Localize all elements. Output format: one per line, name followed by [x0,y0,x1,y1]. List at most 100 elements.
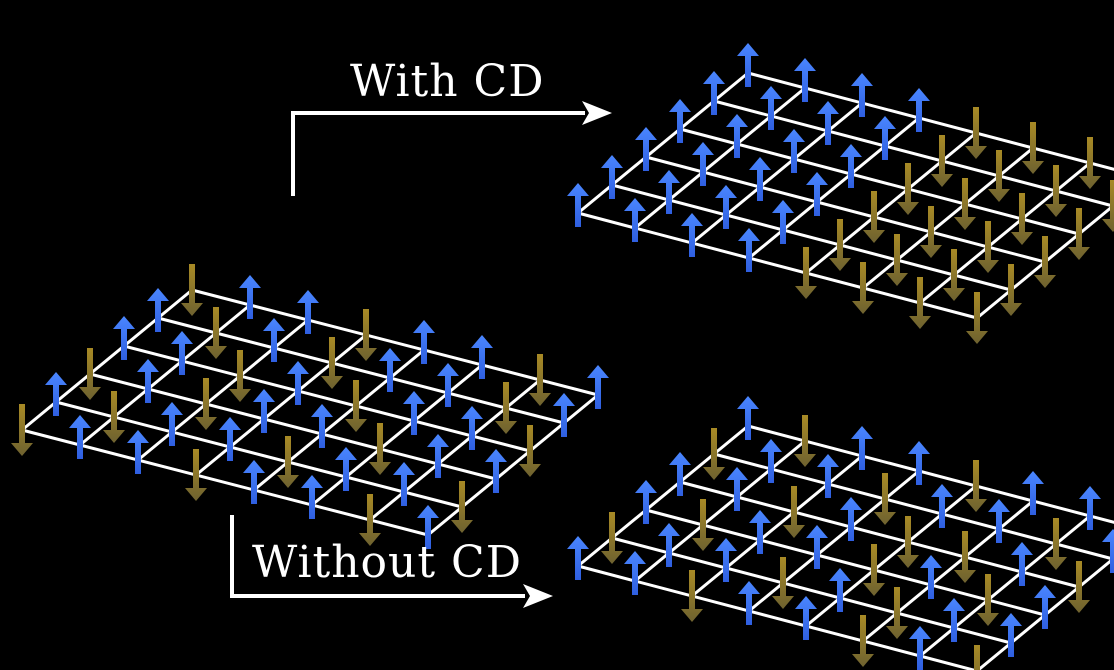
spin-down-arrow [886,234,908,286]
spin-up-arrow [624,198,646,242]
grid-line [253,348,425,492]
spin-up-arrow [239,275,261,319]
spin-up-arrow [692,142,714,186]
spin-down-arrow [954,531,976,583]
spin-down-arrow [874,473,896,525]
grid-line [577,564,978,670]
without-cd-lattice-grid [577,424,1114,670]
spin-up-arrow [1000,613,1022,657]
spin-up-arrow [297,290,319,334]
spin-up-arrow [137,359,159,403]
spin-up-arrow [726,467,748,511]
grid-line [862,499,1034,643]
spin-up-arrow [726,114,748,158]
with-cd-lattice-grid [577,71,1114,320]
spin-down-arrow [783,486,805,538]
spin-up-arrow [715,185,737,229]
grid-line [611,183,1012,292]
with-cd-flow-arrow [291,111,585,196]
spin-up-arrow [635,480,657,524]
grid-line [157,316,565,425]
spin-down-arrow [920,206,942,258]
spin-up-arrow [669,99,691,143]
spin-up-arrow [760,86,782,130]
spin-up-arrow [1022,471,1044,515]
grid-line [427,393,599,537]
grid-line [21,288,193,432]
spin-up-arrow [703,71,725,115]
grid-line [55,400,463,509]
spin-up-arrow [840,144,862,188]
spin-down-arrow [345,380,367,432]
spin-down-arrow [103,391,125,443]
grid-line [634,439,806,583]
spin-down-arrow [988,150,1010,202]
grid-line [611,536,1012,645]
spin-up-arrow [45,372,67,416]
spin-down-arrow [1034,236,1056,288]
spin-down-arrow [195,378,217,430]
spin-down-arrow [897,516,919,568]
spin-up-arrow [171,331,193,375]
spin-down-arrow [852,615,874,667]
spin-up-arrow [908,441,930,485]
spin-up-arrow [658,170,680,214]
spin-down-arrow [1022,122,1044,174]
spin-down-arrow [529,354,551,406]
spin-down-arrow [794,415,816,467]
spin-up-arrow [567,183,589,227]
spin-down-arrow [369,423,391,475]
spin-down-arrow [931,135,953,187]
spin-down-arrow [1102,180,1114,232]
grid-line [713,99,1114,208]
spin-down-arrow [1045,165,1067,217]
spin-up-arrow [69,415,91,459]
spin-up-arrow [567,536,589,580]
spin-up-arrow [427,434,449,478]
spin-up-arrow [301,475,323,519]
spin-up-arrow [658,523,680,567]
spin-up-arrow [471,335,493,379]
spin-up-arrow [851,426,873,470]
initial-spins [11,264,609,549]
without-cd-spins [567,396,1114,670]
grid-line [311,363,483,507]
spin-up-arrow [635,127,657,171]
grid-line [805,484,977,628]
spin-up-arrow [601,155,623,199]
spin-up-arrow [794,58,816,102]
spin-up-arrow [931,484,953,528]
grid-line [137,318,309,462]
grid-line [577,71,749,215]
spin-up-arrow [287,361,309,405]
spin-down-arrow [954,178,976,230]
spin-up-arrow [737,396,759,440]
grid-line [919,161,1091,305]
spin-down-arrow [681,570,703,622]
spin-up-arrow [403,391,425,435]
spin-up-arrow [127,430,149,474]
spin-down-arrow [1079,137,1101,189]
spin-up-arrow [413,320,435,364]
spin-up-arrow [749,157,771,201]
spin-up-arrow [737,43,759,87]
spin-down-arrow [965,107,987,159]
spin-up-arrow [681,213,703,257]
grid-line [748,469,920,613]
spin-down-arrow [703,428,725,480]
spin-up-arrow [219,417,241,461]
with-cd-label: With CD [350,56,545,107]
spin-down-arrow [1000,264,1022,316]
spin-down-arrow [977,221,999,273]
spin-up-arrow [335,447,357,491]
spin-down-arrow [829,219,851,271]
spin-up-arrow [253,389,275,433]
spin-arrows [11,43,1114,670]
spin-down-arrow [886,587,908,639]
spin-up-arrow [851,73,873,117]
spin-up-arrow [909,626,931,670]
initial-lattice-grid [21,288,599,537]
spin-up-arrow [943,598,965,642]
